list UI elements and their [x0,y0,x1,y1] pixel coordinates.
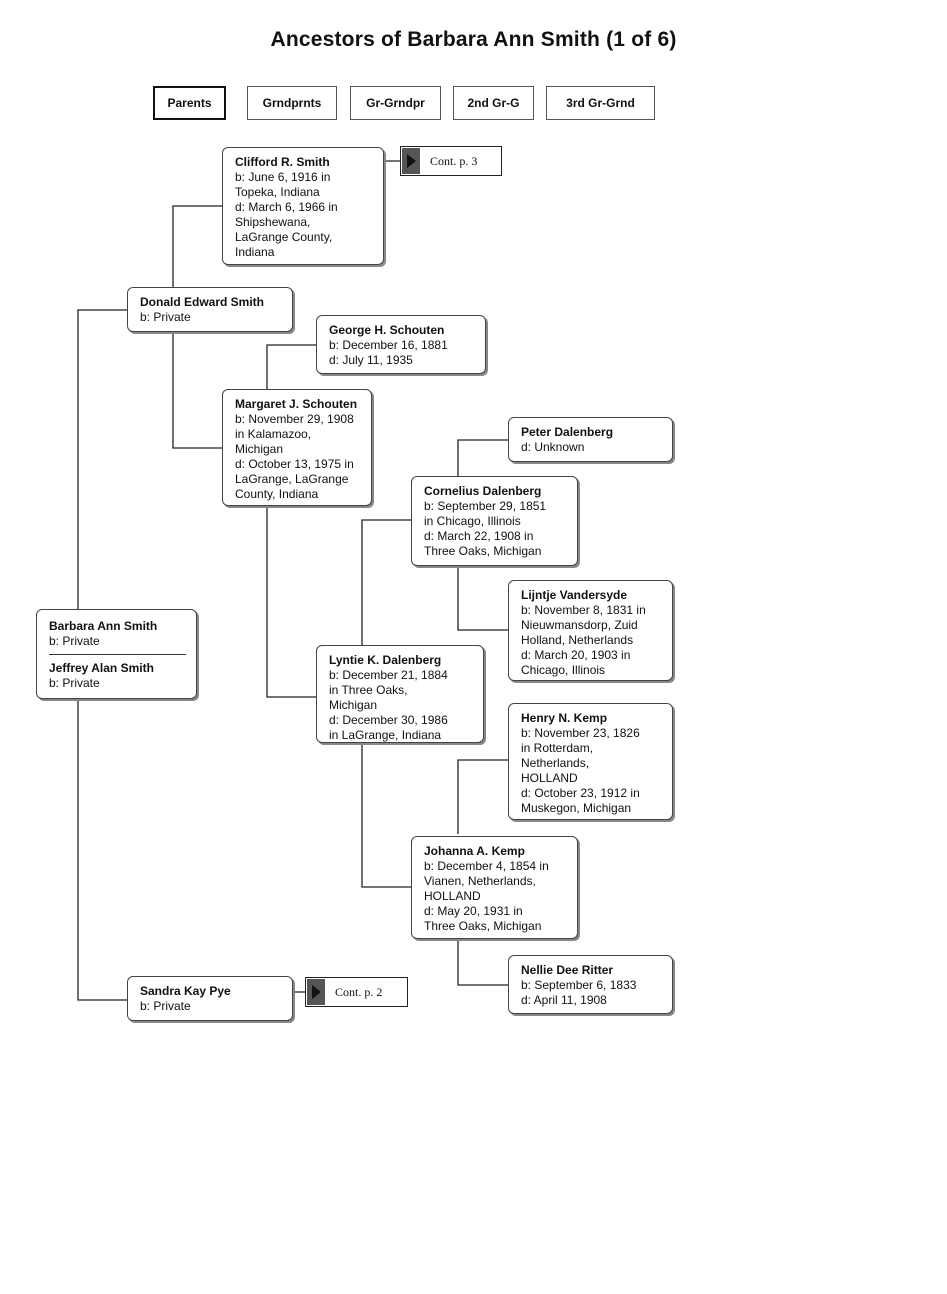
person-detail: d: December 30, 1986 [329,713,448,727]
person-detail: Holland, Netherlands [521,633,634,647]
person-detail: HOLLAND [521,771,578,785]
person-detail: Michigan [329,698,378,712]
person-detail: Muskegon, Michigan [521,801,632,815]
person-peter[interactable]: Peter Dalenberg d: Unknown [508,417,673,462]
person-detail: d: October 13, 1975 in [235,457,354,471]
person-lijntje[interactable]: Lijntje Vandersyde b: November 8, 1831 i… [508,580,673,681]
person-name: Clifford R. Smith [235,155,330,169]
person-name: Jeffrey Alan Smith [49,661,154,675]
person-detail: d: Unknown [521,440,585,454]
person-nellie[interactable]: Nellie Dee Ritter b: September 6, 1833 d… [508,955,673,1014]
tab-3rd-great-grandparents[interactable]: 3rd Gr-Grnd [546,86,655,120]
person-detail: County, Indiana [235,487,319,501]
person-detail: in Rotterdam, [521,741,594,755]
person-detail: Indiana [235,245,275,259]
person-detail: b: Private [49,676,100,690]
person-detail: d: March 20, 1903 in [521,648,631,662]
person-detail: Topeka, Indiana [235,185,320,199]
tab-2nd-great-grandparents[interactable]: 2nd Gr-G [453,86,534,120]
tab-great-grandparents[interactable]: Gr-Grndpr [350,86,441,120]
person-george[interactable]: George H. Schouten b: December 16, 1881 … [316,315,486,374]
person-henry[interactable]: Henry N. Kemp b: November 23, 1826 in Ro… [508,703,673,820]
play-arrow-icon [307,979,325,1005]
person-detail: b: Private [140,999,191,1013]
person-detail: LaGrange County, [235,230,333,244]
person-detail: d: October 23, 1912 in [521,786,640,800]
person-detail: HOLLAND [424,889,481,903]
person-name: Henry N. Kemp [521,711,608,725]
person-name: Lijntje Vandersyde [521,588,628,602]
person-detail: b: November 23, 1826 [521,726,640,740]
page-title: Ancestors of Barbara Ann Smith (1 of 6) [270,28,677,51]
person-name: George H. Schouten [329,323,445,337]
continue-page-2-button[interactable]: Cont. p. 2 [305,977,408,1007]
continue-label: Cont. p. 2 [335,984,383,999]
person-donald[interactable]: Donald Edward Smith b: Private [127,287,293,332]
person-detail: b: November 29, 1908 [235,412,354,426]
person-detail: Michigan [235,442,284,456]
continue-label: Cont. p. 3 [430,153,478,168]
person-detail: in Chicago, Illinois [424,514,521,528]
person-name: Barbara Ann Smith [49,619,158,633]
person-name: Margaret J. Schouten [235,397,358,411]
person-detail: b: June 6, 1916 in [235,170,331,184]
person-name: Nellie Dee Ritter [521,963,614,977]
person-detail: Shipshewana, [235,215,311,229]
person-name: Peter Dalenberg [521,425,614,439]
person-detail: b: Private [140,310,191,324]
person-detail: LaGrange, LaGrange [235,472,349,486]
person-name: Johanna A. Kemp [424,844,525,858]
spouse-divider [49,654,186,655]
continue-page-3-button[interactable]: Cont. p. 3 [400,146,502,176]
person-johanna[interactable]: Johanna A. Kemp b: December 4, 1854 in V… [411,836,578,939]
person-name: Donald Edward Smith [140,295,265,309]
person-detail: Chicago, Illinois [521,663,606,677]
person-detail: Three Oaks, Michigan [424,919,542,933]
person-detail: b: December 16, 1881 [329,338,448,352]
person-sandra[interactable]: Sandra Kay Pye b: Private [127,976,293,1021]
person-detail: Three Oaks, Michigan [424,544,542,558]
person-detail: in Three Oaks, [329,683,408,697]
person-clifford[interactable]: Clifford R. Smith b: June 6, 1916 in Top… [222,147,384,265]
person-detail: d: March 22, 1908 in [424,529,534,543]
person-cornelius[interactable]: Cornelius Dalenberg b: September 29, 185… [411,476,578,566]
play-arrow-icon [402,148,420,174]
person-detail: b: December 4, 1854 in [424,859,549,873]
person-detail: Nieuwmansdorp, Zuid [521,618,638,632]
person-detail: in LaGrange, Indiana [329,728,442,742]
tab-grandparents[interactable]: Grndprnts [247,86,337,120]
tab-parents[interactable]: Parents [153,86,226,120]
person-barbara-jeffrey[interactable]: Barbara Ann Smith b: Private Jeffrey Ala… [36,609,197,699]
person-detail: b: September 6, 1833 [521,978,637,992]
person-detail: Vianen, Netherlands, [424,874,536,888]
person-detail: b: December 21, 1884 [329,668,448,682]
person-detail: d: April 11, 1908 [521,993,607,1007]
person-name: Cornelius Dalenberg [424,484,542,498]
person-name: Lyntie K. Dalenberg [329,653,442,667]
person-detail: d: May 20, 1931 in [424,904,523,918]
person-detail: in Kalamazoo, [235,427,312,441]
person-detail: d: July 11, 1935 [329,353,413,367]
person-lyntie[interactable]: Lyntie K. Dalenberg b: December 21, 1884… [316,645,484,743]
person-margaret[interactable]: Margaret J. Schouten b: November 29, 190… [222,389,372,506]
person-detail: b: November 8, 1831 in [521,603,646,617]
person-detail: d: March 6, 1966 in [235,200,338,214]
person-detail: b: Private [49,634,100,648]
person-detail: b: September 29, 1851 [424,499,547,513]
person-detail: Netherlands, [521,756,590,770]
person-name: Sandra Kay Pye [140,984,231,998]
